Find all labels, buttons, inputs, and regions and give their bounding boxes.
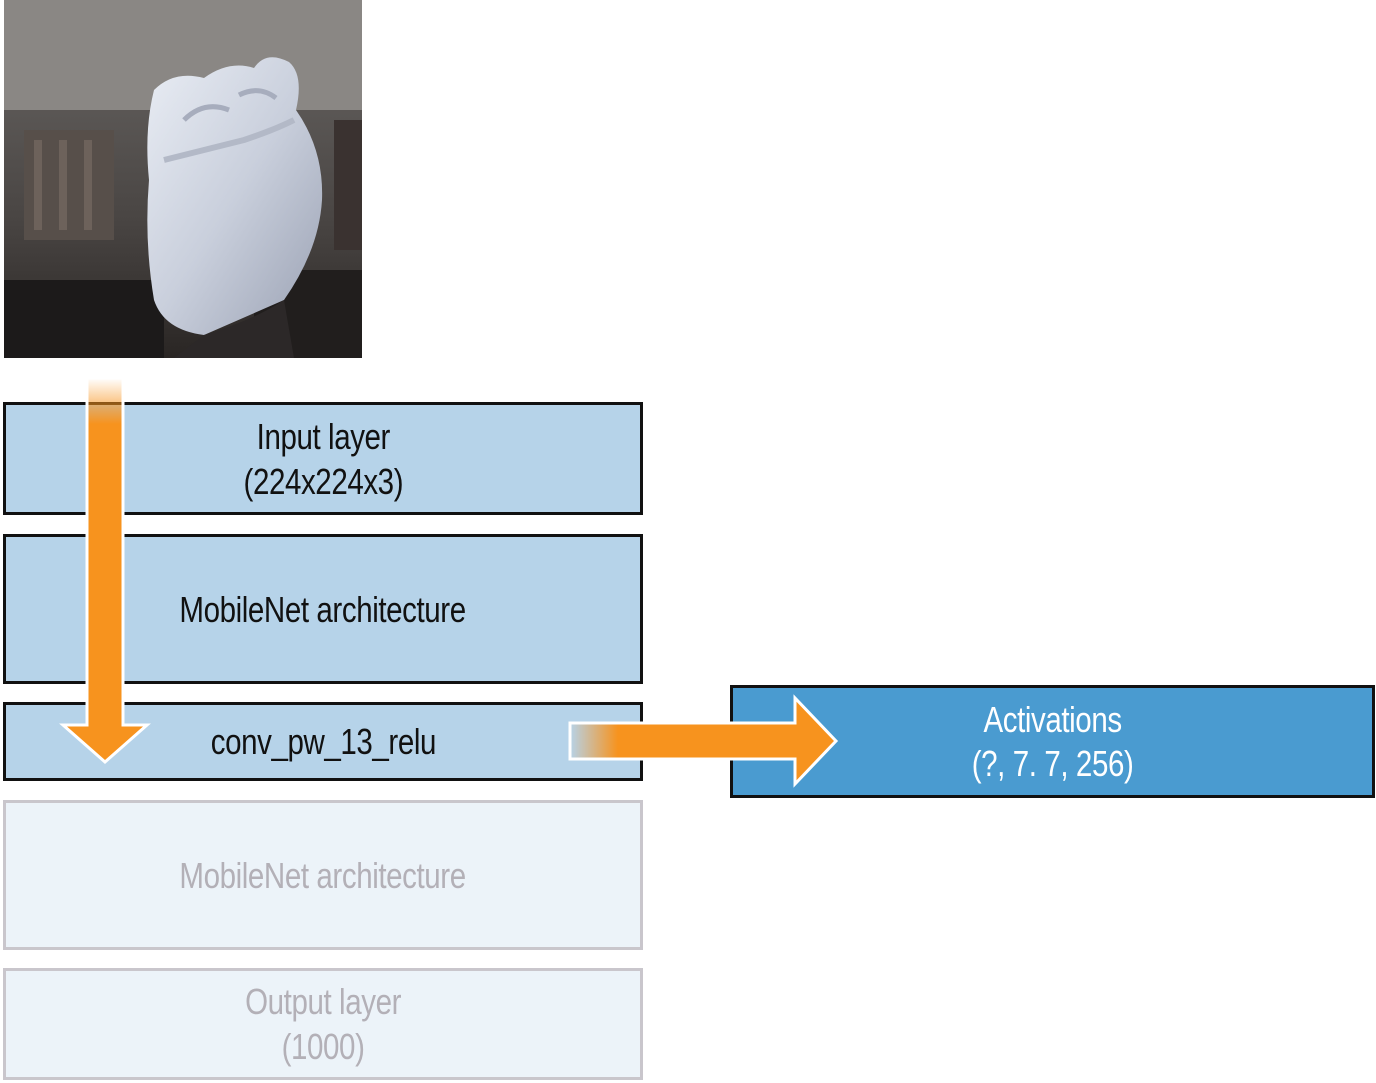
activations-shape: (?, 7. 7, 256) [971, 742, 1134, 784]
mobilenet-top-box: MobileNet architecture [3, 534, 643, 684]
mobilenet-bottom-box: MobileNet architecture [3, 800, 643, 950]
activations-box: Activations (?, 7. 7, 256) [730, 685, 1375, 798]
activations-label: Activations [983, 699, 1122, 741]
conv-layer-box: conv_pw_13_relu [3, 702, 643, 781]
output-layer-shape: (1000) [281, 1026, 365, 1067]
mobilenet-bottom-label: MobileNet architecture [179, 854, 467, 896]
input-layer-label: Input layer [256, 415, 390, 457]
mobilenet-top-label: MobileNet architecture [179, 588, 467, 630]
input-layer-shape: (224x224x3) [243, 460, 403, 502]
conv-layer-label: conv_pw_13_relu [210, 721, 436, 762]
output-layer-box: Output layer (1000) [3, 968, 643, 1080]
output-layer-label: Output layer [245, 981, 401, 1022]
fist-hand-photo [4, 0, 362, 358]
input-layer-box: Input layer (224x224x3) [3, 402, 643, 515]
